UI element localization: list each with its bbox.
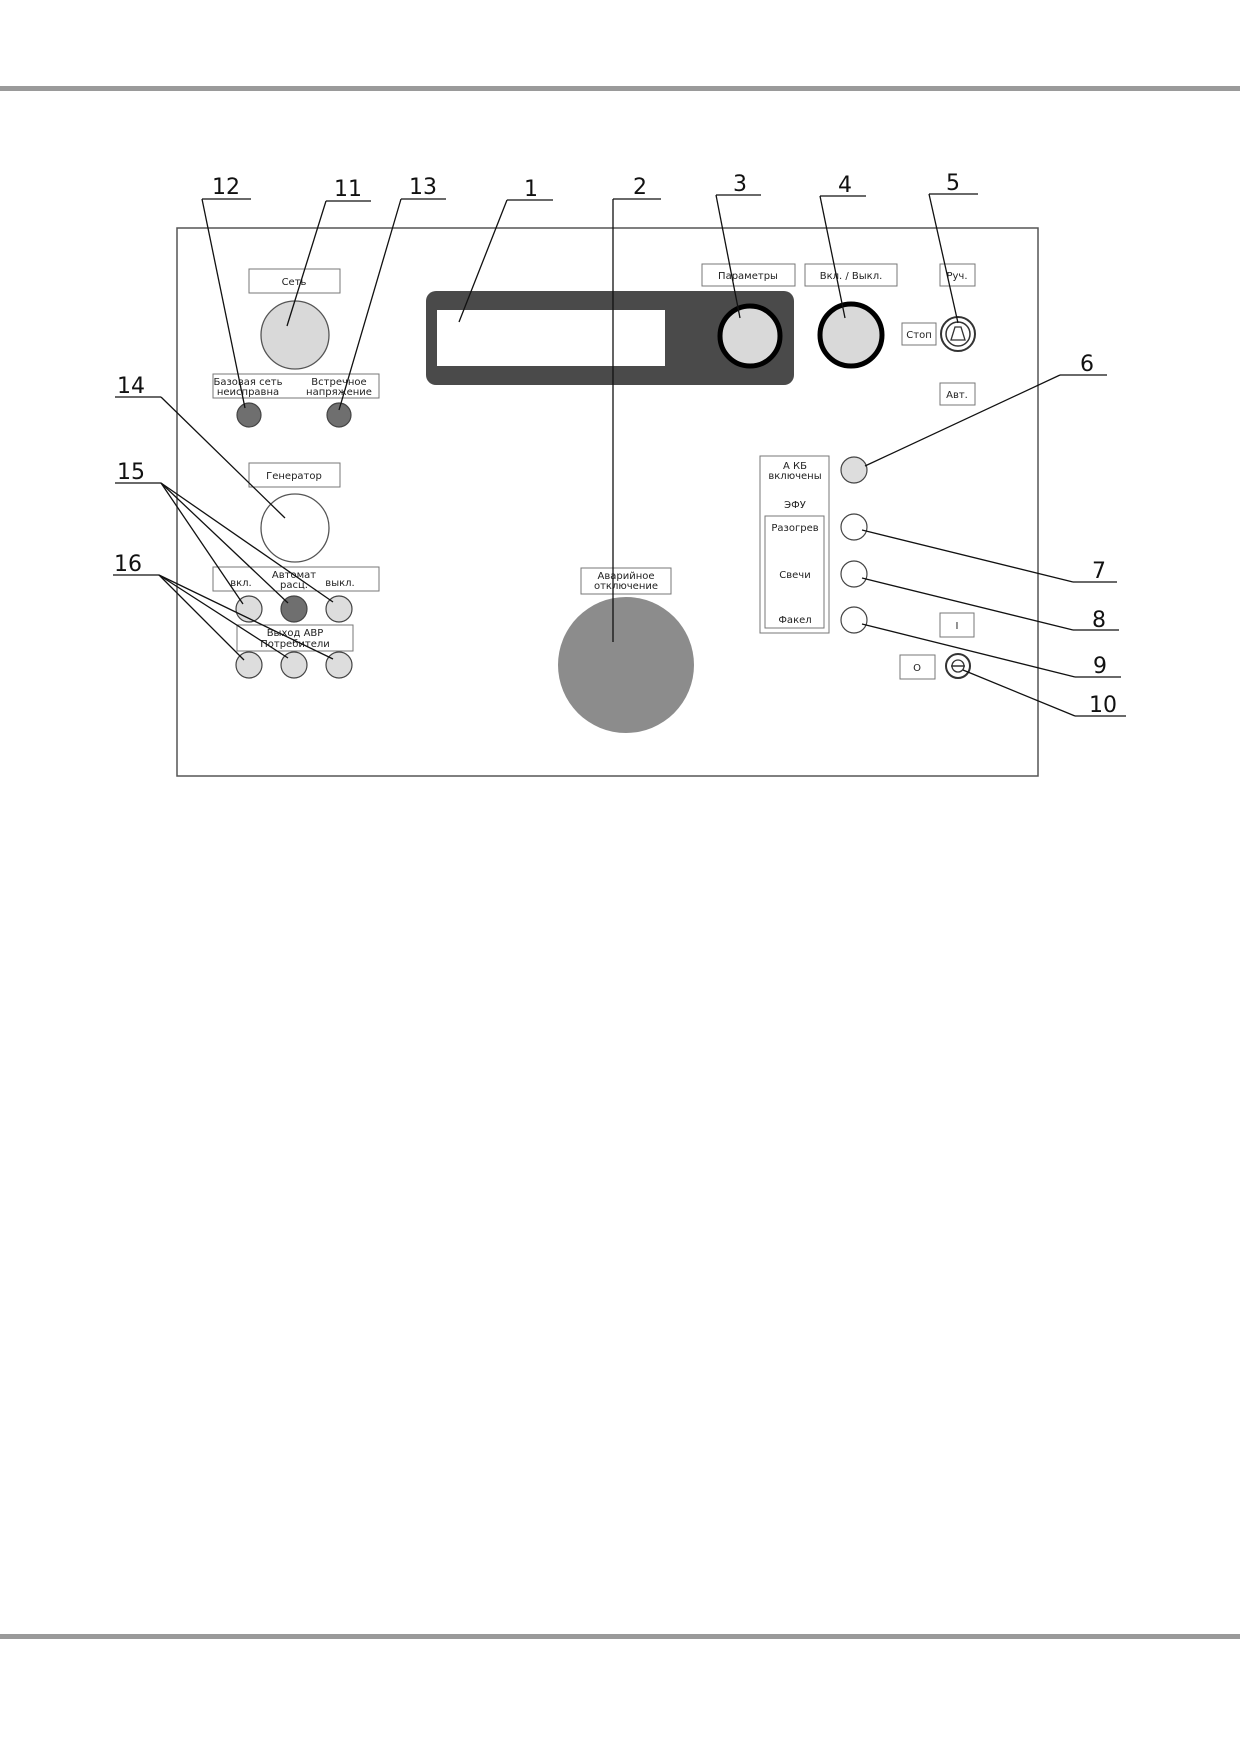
base-net-label-1: Базовая сеть — [213, 377, 282, 388]
generator-label: Генератор — [266, 471, 322, 482]
counter-voltage-label-1: Встречное — [311, 377, 366, 388]
leader-15c — [160, 482, 334, 603]
callout-5: 5 — [946, 171, 960, 196]
warmup-lamp — [840, 513, 868, 541]
mode-selector-switch[interactable] — [940, 316, 976, 352]
efu-label: ЭФУ — [784, 500, 806, 511]
automat-label-box — [212, 566, 380, 592]
counter-voltage-lamp — [326, 402, 352, 428]
power-label-box — [804, 263, 898, 287]
emergency-label-1: Аварийное — [597, 571, 654, 582]
leader-14 — [160, 396, 286, 519]
leader-4 — [819, 195, 846, 319]
warmup-label: Разогрев — [771, 523, 818, 534]
avr-lamp-3 — [325, 651, 353, 679]
leader-10 — [962, 669, 1076, 717]
callout-15: 15 — [117, 460, 145, 485]
off-label: выкл. — [325, 578, 354, 589]
callout-16: 16 — [114, 552, 142, 577]
leader-12 — [201, 198, 246, 409]
display-screen — [437, 310, 665, 366]
leader-16b — [158, 574, 289, 659]
callout-7: 7 — [1092, 559, 1106, 584]
stop-label-box — [901, 322, 937, 346]
base-net-lamp — [236, 402, 262, 428]
counter-voltage-label-2: напряжение — [306, 387, 372, 398]
callout-2: 2 — [633, 175, 647, 200]
leader-16c — [158, 574, 334, 660]
base-net-label-2: неисправна — [217, 387, 279, 398]
akb-label-1: А КБ — [783, 461, 807, 472]
on-label: вкл. — [230, 578, 252, 589]
candles-label: Свечи — [779, 570, 810, 581]
torch-lamp — [840, 606, 868, 634]
bottom-rule — [0, 1634, 1240, 1639]
akb-label-2: включены — [768, 471, 821, 482]
params-knob[interactable] — [717, 303, 783, 369]
on-off-switch[interactable] — [945, 653, 971, 679]
leader-13 — [338, 198, 402, 411]
leader-7 — [861, 529, 1074, 583]
params-label-box — [701, 263, 796, 287]
akb-lamp — [840, 456, 868, 484]
switch-o-label: O — [913, 663, 921, 674]
avr-label-2: Потребители — [260, 639, 330, 650]
params-label: Параметры — [718, 271, 778, 282]
callout-10: 10 — [1089, 693, 1117, 718]
top-rule — [0, 86, 1240, 91]
stop-label: Стоп — [906, 330, 931, 341]
callout-12: 12 — [212, 175, 240, 200]
automat-label-2: расц. — [280, 580, 308, 591]
leader-1 — [458, 199, 508, 323]
callout-9: 9 — [1093, 654, 1107, 679]
emergency-label-2: отключение — [594, 581, 658, 592]
callout-11: 11 — [334, 177, 362, 202]
auto-label-box — [939, 382, 976, 406]
callout-6: 6 — [1080, 352, 1094, 377]
leader-11 — [286, 200, 327, 327]
switch-o-label-box — [899, 654, 936, 680]
leader-5 — [928, 193, 959, 324]
auto-label: Авт. — [946, 390, 968, 401]
callout-13: 13 — [409, 175, 437, 200]
leader-9 — [861, 623, 1076, 678]
power-knob[interactable] — [817, 301, 885, 369]
generator-label-box — [248, 462, 341, 488]
switch-i-label-box — [939, 612, 975, 638]
candles-lamp — [840, 560, 868, 588]
emergency-label-box — [580, 567, 672, 595]
leader-3 — [715, 194, 741, 319]
manual-label: Руч. — [946, 271, 967, 282]
leader-6 — [864, 374, 1061, 467]
set-label: Сеть — [282, 277, 307, 288]
callout-3: 3 — [733, 172, 747, 197]
torch-label: Факел — [778, 615, 811, 626]
set-label-box — [248, 268, 341, 294]
power-label: Вкл. / Выкл. — [820, 271, 883, 282]
efu-inner-frame — [764, 515, 825, 629]
set-knob[interactable] — [260, 300, 330, 370]
automat-off-lamp[interactable] — [325, 595, 353, 623]
callout-1: 1 — [524, 177, 538, 202]
leader-16a — [158, 574, 245, 661]
callout-14: 14 — [117, 374, 145, 399]
leader-15a — [160, 482, 244, 605]
avr-label-1: Выход АВР — [267, 628, 324, 639]
emergency-stop-button[interactable] — [558, 597, 694, 733]
switch-i-label: I — [956, 621, 959, 632]
leader-8 — [861, 577, 1074, 631]
callout-4: 4 — [838, 173, 852, 198]
leader-15b — [160, 482, 289, 604]
avr-lamp-2 — [280, 651, 308, 679]
callout-8: 8 — [1092, 608, 1106, 633]
